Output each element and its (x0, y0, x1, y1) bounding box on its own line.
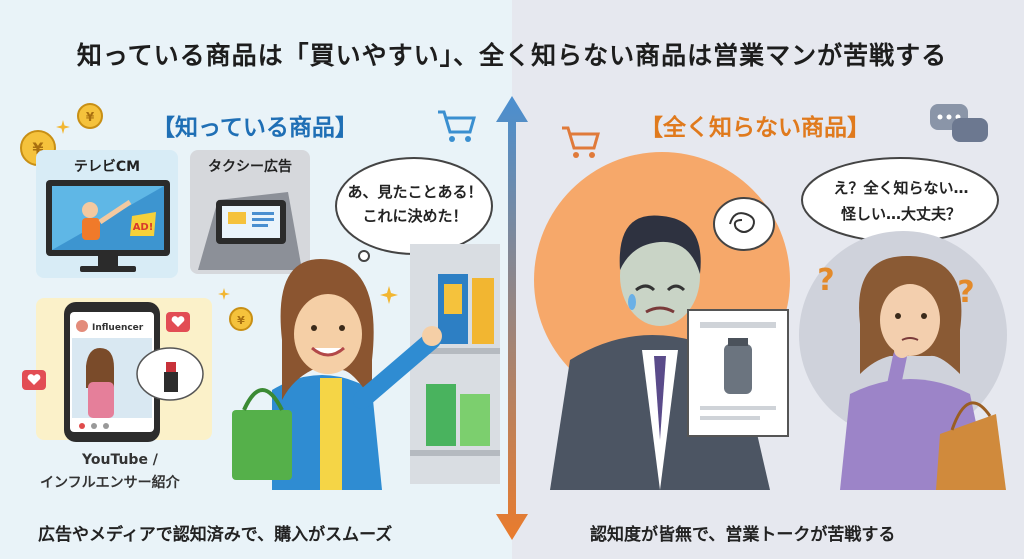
product-document (687, 309, 789, 437)
store-shelf (410, 244, 500, 484)
tv-cm-label: テレビCM (73, 159, 141, 175)
coin-icon: ¥ (77, 103, 103, 129)
taxi-screen-icon (198, 192, 302, 270)
phone-username: Influencer (92, 323, 144, 333)
svg-text:¥: ¥ (237, 314, 245, 327)
smartphone-icon: Influencer (64, 302, 160, 442)
lipstick-icon (136, 347, 204, 401)
svg-text:¥: ¥ (86, 110, 95, 124)
happy-woman-illustration (232, 259, 442, 490)
sparkle-icon (56, 120, 70, 134)
sparkle-icon (218, 288, 230, 300)
svg-text:¥: ¥ (32, 139, 43, 158)
svg-text:?: ? (957, 275, 974, 310)
taxi-ad-label: タクシー広告 (208, 159, 292, 175)
sparkle-icon (380, 286, 398, 304)
double-arrow-icon (496, 96, 528, 540)
unknown-product-title: 【全く知らない商品】 (640, 115, 870, 141)
worry-thought-bubble (713, 197, 775, 251)
heart-icon (166, 312, 190, 332)
shopping-cart-icon (562, 126, 600, 158)
left-bubble-line1: あ、見たことある！ (347, 183, 483, 201)
known-product-title: 【知っている商品】 (152, 115, 358, 141)
question-mark-icon: ? (817, 263, 834, 298)
chat-bubbles-icon (930, 104, 988, 142)
coin-icon: ¥ (229, 307, 253, 331)
youtube-label-line1: YouTube / (82, 452, 158, 468)
left-bubble-line2: これに決めた！ (362, 207, 468, 225)
page-title: 知っている商品は「買いやすい」、全く知らない商品は営業マンが苦戦する (76, 41, 948, 70)
shopping-cart-icon (438, 110, 476, 142)
svg-text:?: ? (817, 263, 834, 298)
right-caption: 認知度が皆無で、営業トークが苦戦する (590, 525, 896, 545)
right-bubble-line2: 怪しい…大丈夫？ (840, 205, 961, 223)
skeptical-woman-illustration (840, 255, 1006, 490)
youtube-label-line2: インフルエンサー紹介 (40, 475, 180, 491)
tv-ad-text: AD! (133, 222, 154, 233)
heart-icon (22, 370, 46, 390)
left-caption: 広告やメディアで認知済みで、購入がスムーズ (38, 525, 393, 545)
television-icon: AD! (46, 180, 170, 272)
question-mark-icon: ? (957, 275, 974, 310)
right-bubble-line1: え？全く知らない… (833, 179, 969, 197)
